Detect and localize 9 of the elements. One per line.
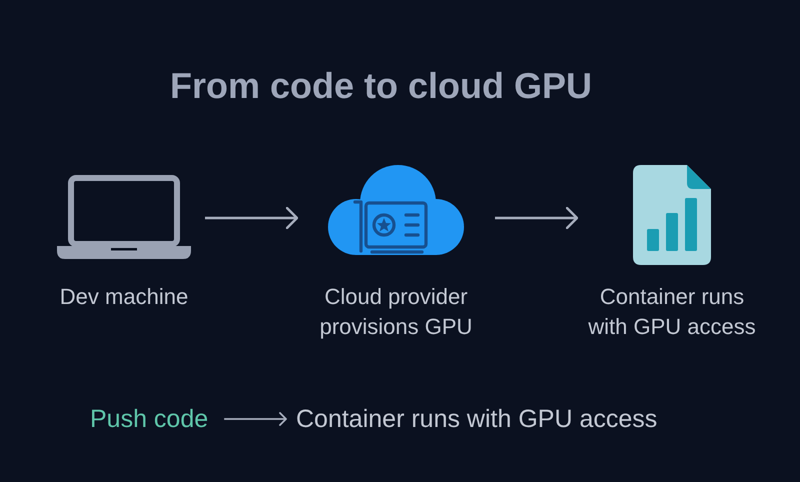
- diagram-title: From code to cloud GPU: [170, 66, 592, 106]
- step-label: Dev machine: [60, 283, 188, 311]
- arrow: [205, 206, 298, 230]
- step-label: Cloud provider provisions GPU: [318, 283, 474, 341]
- step-label: Container runs with GPU access: [587, 283, 757, 341]
- flow-result-text: Container runs with GPU access: [296, 404, 658, 434]
- flow-step-text: Push code: [90, 404, 208, 434]
- arrow: [495, 206, 578, 230]
- arrow: [224, 412, 287, 426]
